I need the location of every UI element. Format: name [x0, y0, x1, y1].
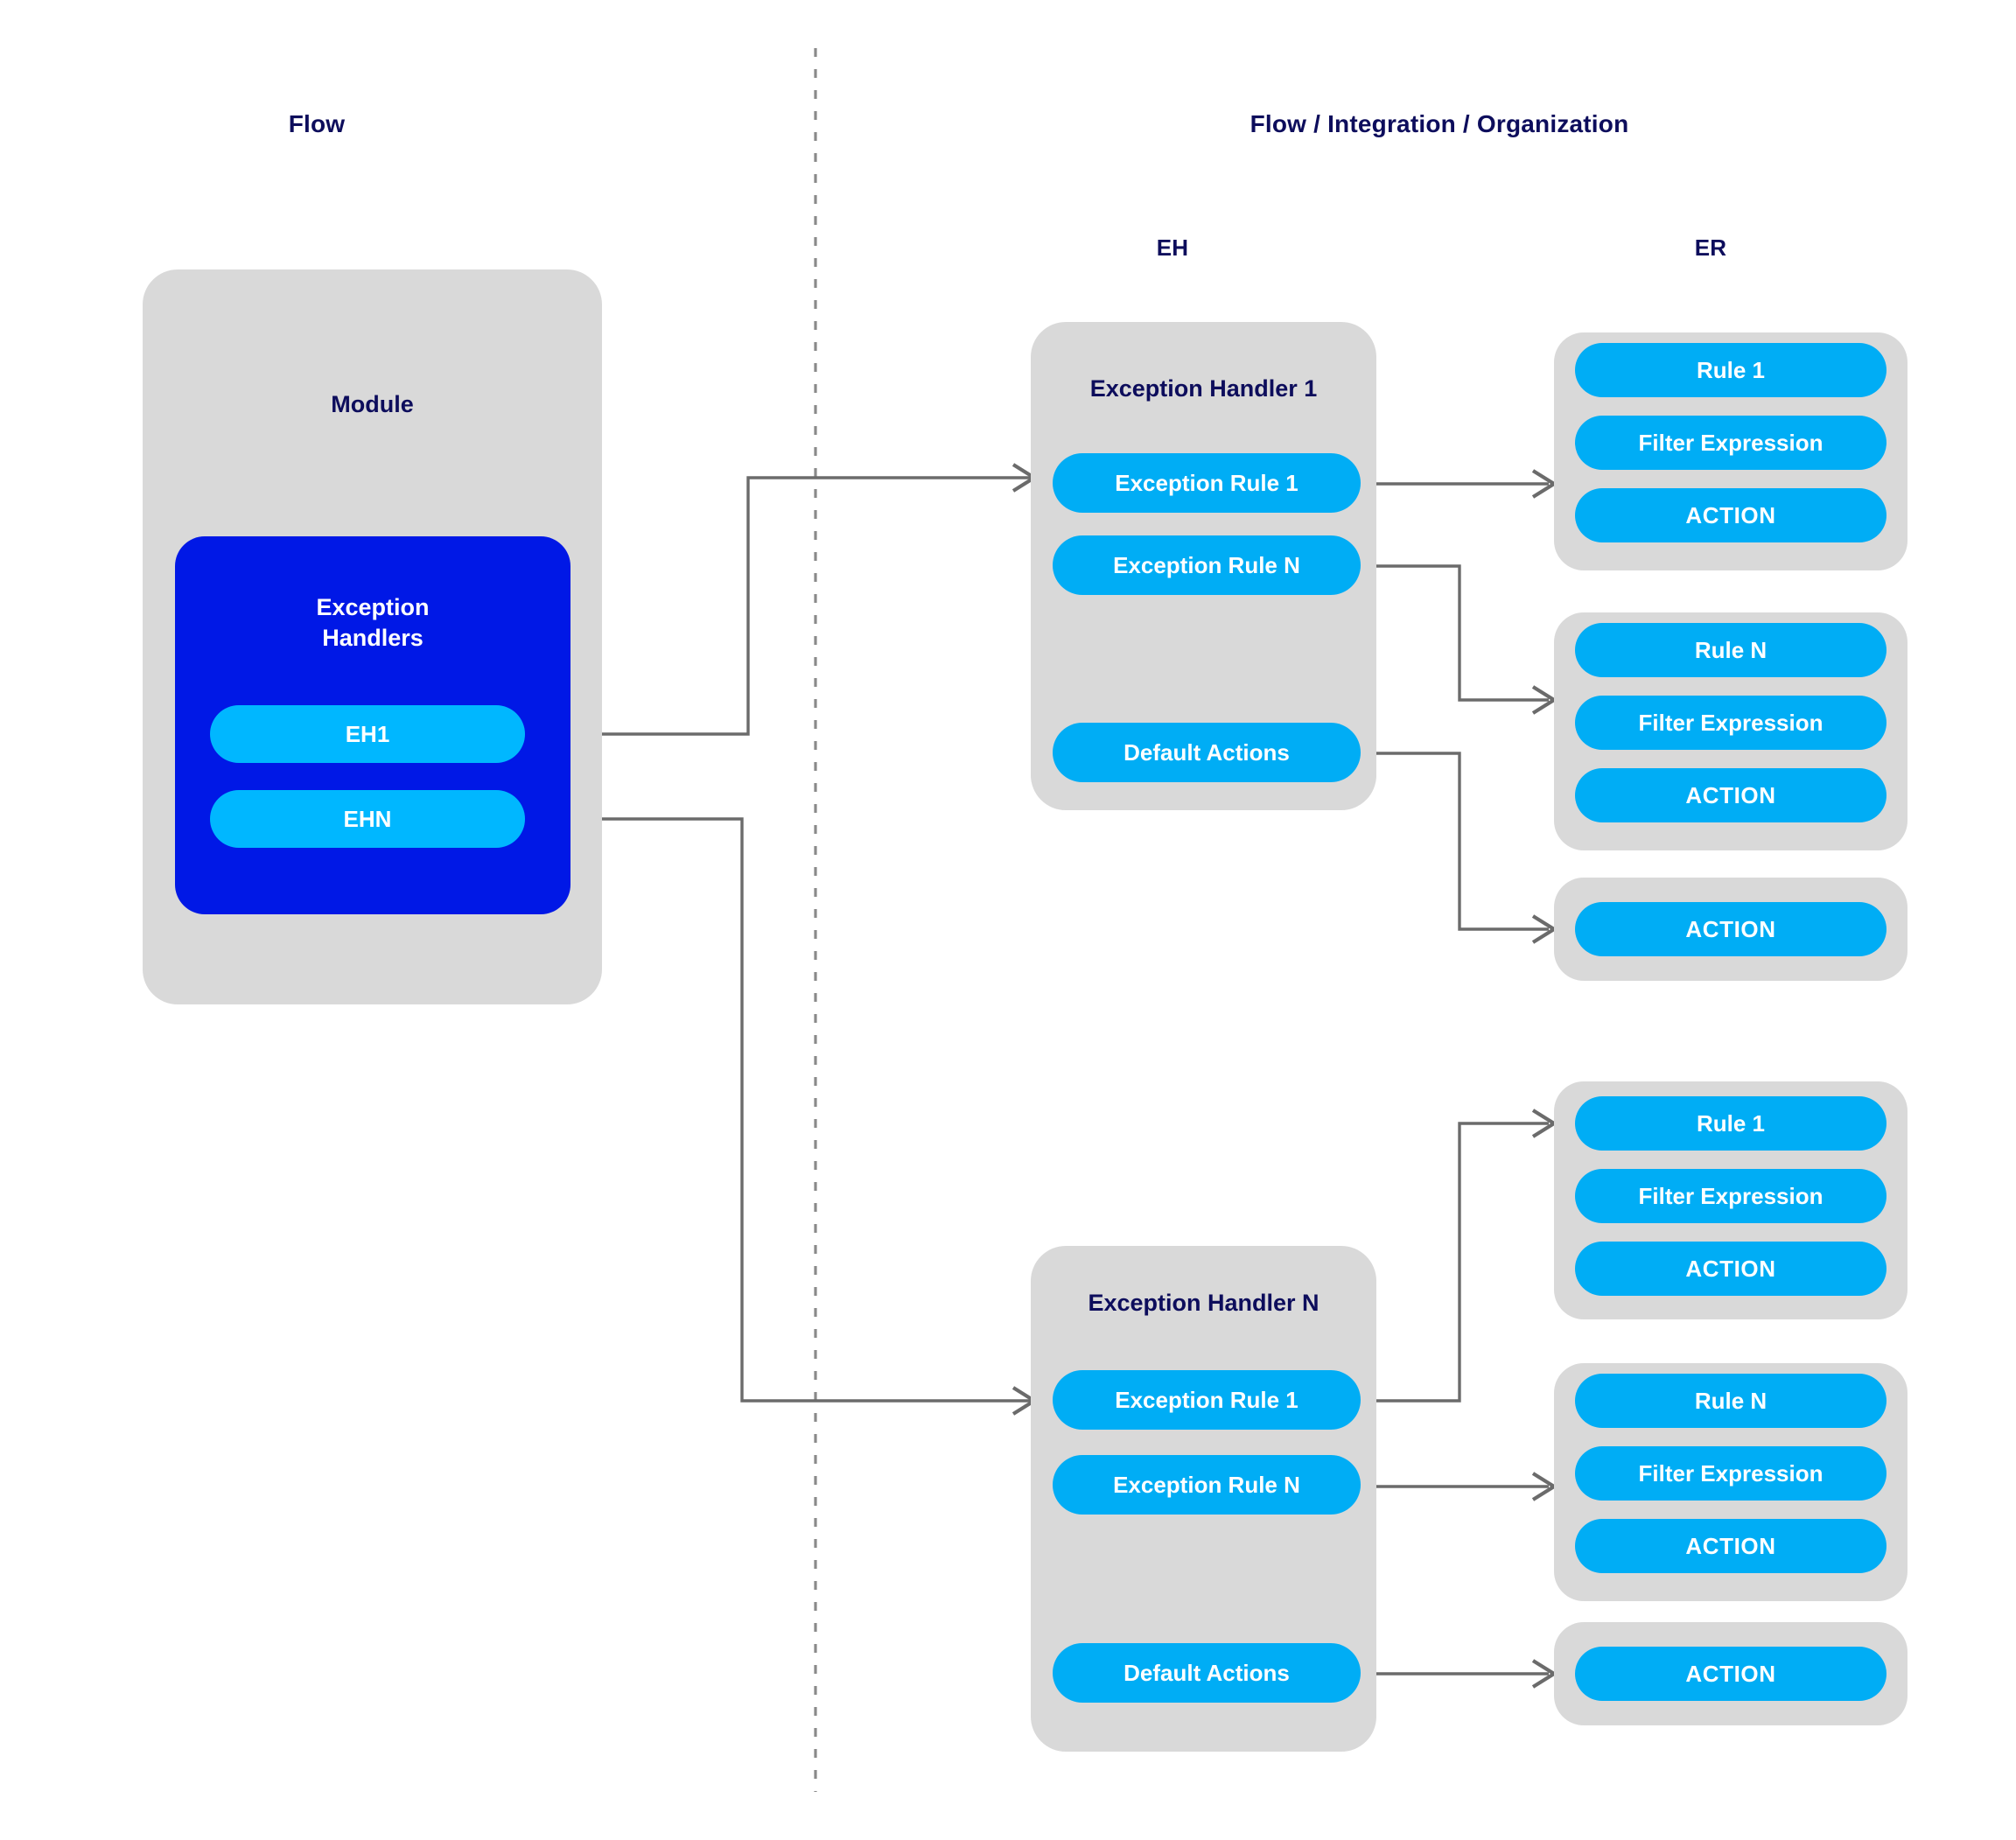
pill-handlerN-exception-rule-1[interactable]: Exception Rule 1 — [1053, 1370, 1361, 1430]
pill-handler1-exception-rule-n[interactable]: Exception Rule N — [1053, 535, 1361, 595]
connector-h1rN-to-er-top-ruleN — [1374, 564, 1549, 702]
connector-h1default-to-er-top-action — [1374, 752, 1549, 931]
arrowhead-er-top-ruleN — [1531, 685, 1558, 715]
module-title: Module — [331, 391, 414, 417]
pill-handler1-exception-rule-1[interactable]: Exception Rule 1 — [1053, 453, 1361, 513]
arrowhead-er-top-rule1 — [1531, 469, 1558, 499]
pill-ehn[interactable]: EHN — [210, 790, 525, 848]
pill-er-top-ruleN-filter[interactable]: Filter Expression — [1575, 696, 1886, 750]
pill-er-top-rule1-filter[interactable]: Filter Expression — [1575, 416, 1886, 470]
pill-handlerN-default-actions[interactable]: Default Actions — [1053, 1643, 1361, 1703]
heading-er: ER — [1694, 234, 1727, 261]
pill-er-bottom-action[interactable]: ACTION — [1575, 1647, 1886, 1701]
pill-er-top-rule1-rule[interactable]: Rule 1 — [1575, 343, 1886, 397]
pill-er-top-ruleN-rule[interactable]: Rule N — [1575, 623, 1886, 677]
heading-eh: EH — [1156, 234, 1189, 261]
heading-flow: Flow — [288, 110, 346, 137]
pill-er-top-ruleN-action[interactable]: ACTION — [1575, 768, 1886, 822]
exception-handler-1-title: Exception Handler 1 — [1089, 375, 1318, 402]
exception-handlers-title: Exception Handlers — [175, 592, 570, 653]
pill-handler1-default-actions[interactable]: Default Actions — [1053, 723, 1361, 782]
exception-handler-n-title: Exception Handler N — [1088, 1290, 1320, 1316]
pill-eh1[interactable]: EH1 — [210, 705, 525, 763]
pill-er-bottom-rule1-filter[interactable]: Filter Expression — [1575, 1169, 1886, 1223]
pill-er-top-action[interactable]: ACTION — [1575, 902, 1886, 956]
arrowhead-er-bottom-rule1 — [1531, 1109, 1558, 1138]
exception-handlers-title-line2: Handlers — [322, 624, 424, 651]
pill-er-bottom-ruleN-filter[interactable]: Filter Expression — [1575, 1446, 1886, 1501]
pill-er-bottom-ruleN-rule[interactable]: Rule N — [1575, 1374, 1886, 1428]
arrowhead-er-bottom-action — [1531, 1659, 1558, 1689]
pill-er-bottom-rule1-action[interactable]: ACTION — [1575, 1242, 1886, 1296]
pill-er-bottom-ruleN-action[interactable]: ACTION — [1575, 1519, 1886, 1573]
arrowhead-er-bottom-ruleN — [1531, 1472, 1558, 1501]
heading-flow-integration-organization: Flow / Integration / Organization — [1250, 110, 1629, 137]
pill-er-top-rule1-action[interactable]: ACTION — [1575, 488, 1886, 542]
exception-handlers-title-line1: Exception — [316, 594, 430, 620]
connector-hNr1-to-er-bottom-rule1 — [1374, 1122, 1549, 1403]
pill-er-bottom-rule1-rule[interactable]: Rule 1 — [1575, 1096, 1886, 1151]
pill-handlerN-exception-rule-n[interactable]: Exception Rule N — [1053, 1455, 1361, 1515]
arrowhead-er-top-action — [1531, 914, 1558, 944]
